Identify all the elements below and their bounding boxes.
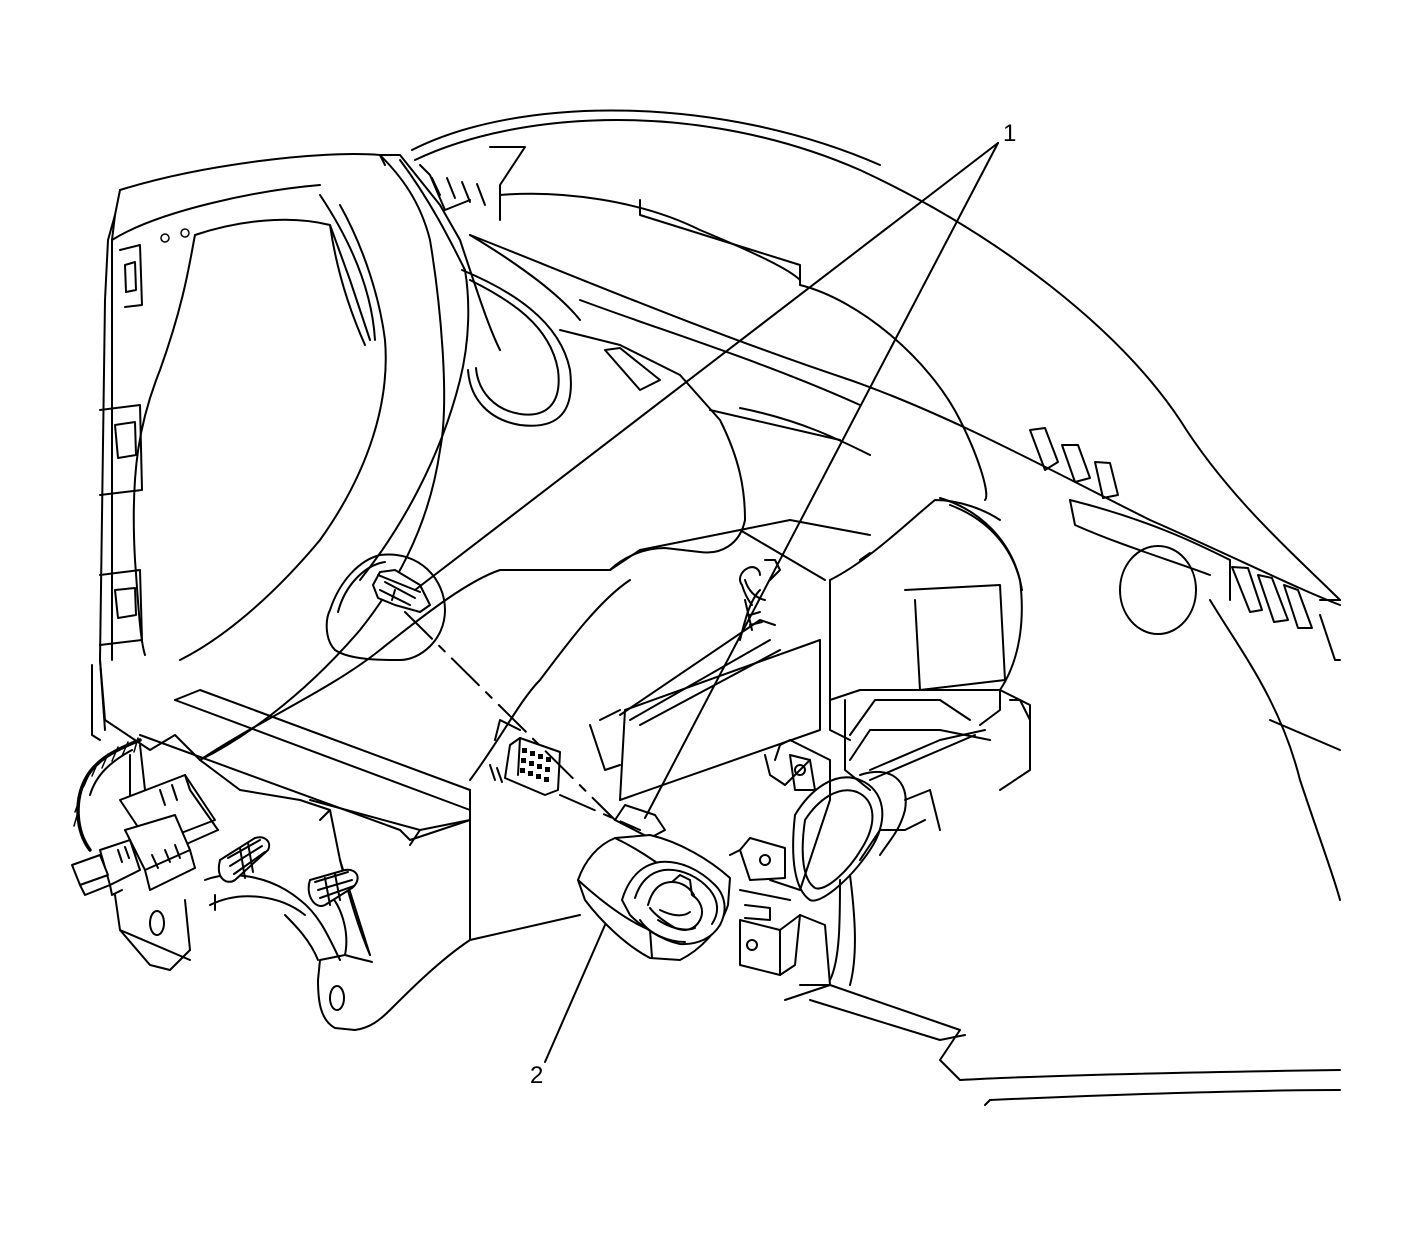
callout-1-label: 1 xyxy=(1003,120,1016,147)
connector-mounting-opening xyxy=(325,553,446,661)
alignment-line xyxy=(404,611,616,821)
lower-trim-panel xyxy=(104,569,631,941)
connector-socket xyxy=(504,737,561,796)
mounting-bracket xyxy=(729,729,986,986)
lower-dash-panel xyxy=(799,599,1341,1106)
callout-2-leader xyxy=(544,924,606,1063)
steering-column-support xyxy=(114,759,581,1031)
wiring-harness xyxy=(71,737,219,896)
callout-2-label: 2 xyxy=(530,1062,543,1089)
callout-1-leaders xyxy=(414,142,999,819)
center-support-bracket xyxy=(589,519,871,801)
data-link-connector xyxy=(577,804,731,961)
alignment-line-lower xyxy=(559,794,641,831)
retainer-clip xyxy=(372,569,431,613)
knee-bolster-panel xyxy=(359,154,746,581)
dash-vent-slots xyxy=(1029,427,1341,661)
instrument-panel-upper xyxy=(411,109,1341,606)
lower-bracket xyxy=(739,889,831,1001)
hvac-duct-housing xyxy=(829,497,1031,791)
cluster-bezel xyxy=(91,153,446,761)
